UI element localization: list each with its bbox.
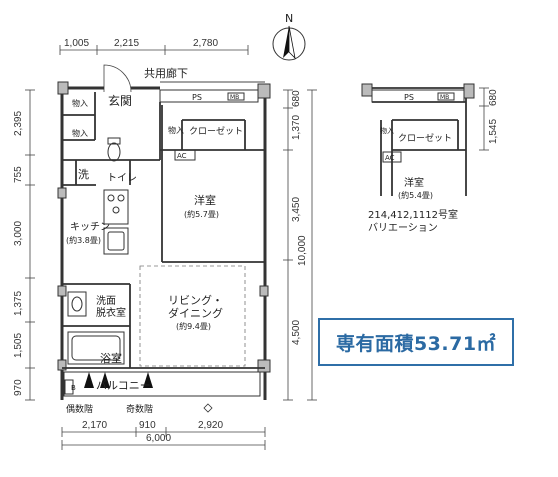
dim-left-1: 2,395 [13,111,24,136]
toilet-label: トイレ [107,173,137,184]
left-dimensions [25,89,35,401]
variation-dim-2: 1,545 [488,119,499,144]
ps-mb-strip [159,89,259,103]
variation-ps-mb [371,89,465,103]
dim-right-3: 3,450 [291,197,302,222]
living-label-1: リビング・ [168,293,223,307]
stove-fixture [103,189,129,225]
wash-room-label-2: 脱衣室 [96,306,126,319]
floor-area-badge: 専有面積53.71㎡ [318,318,514,366]
dim-bottom-2: 910 [139,420,156,431]
even-floor-label: 偶数階 [66,403,93,415]
ac-markers [174,149,196,161]
dim-top-2: 2,215 [114,38,139,49]
even-odd-arrows [84,372,153,388]
north-label: N [285,12,293,25]
dim-top-3: 2,780 [193,38,218,49]
entrance-label: 玄関 [108,93,132,108]
variation-right-dimensions [479,87,489,151]
living-label-2: ダイニング [168,306,223,320]
ps-label: PS [192,93,202,102]
dim-bottom-1: 2,170 [82,420,107,431]
living-size: (約9.4畳) [176,321,211,331]
sink-fixture [103,227,129,255]
variation-dim-1: 680 [488,89,499,106]
toilet-fixture [107,137,121,162]
right-dimensions [283,89,317,401]
dim-left-3: 3,000 [13,221,24,246]
corridor: 共用廊下 [144,66,265,83]
top-dimensions [59,45,249,55]
ac-label: AC [177,152,187,160]
bath-label: 浴室 [100,351,122,365]
variation-rooms-line2: バリエーション [368,222,438,234]
bottom-dimensions [61,427,266,450]
wash-room-label-1: 洗面 [96,295,116,307]
bathtub-fixture [67,331,125,365]
variation-ac [382,151,402,163]
balcony-label: バルコニー [96,379,151,392]
dim-bottom-total: 6,000 [146,433,171,444]
dim-left-2: 755 [13,166,24,183]
dim-top-1: 1,005 [64,38,89,49]
variation-rooms-line1: 214,412,1112号室 [368,208,458,221]
storage-label-1: 物入 [72,98,88,108]
kitchen-size: (約3.8畳) [66,235,101,245]
variation-western-label: 洋室 [404,176,424,189]
variation-ps-label: PS [404,93,414,102]
dim-left-6: 970 [13,379,24,396]
variation-ac-label: AC [385,154,395,162]
kitchen-label: キッチン [70,221,110,233]
variation-western-size: (約5.4畳) [398,190,433,200]
dim-right-2: 1,370 [291,115,302,140]
variation-mb-label: MB [440,94,449,101]
dim-left-4: 1,375 [13,291,24,316]
north-arrow: N [272,12,306,61]
diamond-marker [203,403,213,413]
variation-pillars [361,83,475,99]
dim-total-right: 10,000 [297,235,308,266]
storage-label-3: 物入 [168,125,184,135]
dim-left-5: 1,505 [13,333,24,358]
entrance-door [103,64,132,93]
western-room-size: (約5.7畳) [184,209,219,219]
dim-right-4: 4,500 [291,320,302,345]
variation-closet-label: クローゼット [398,132,452,144]
wash-label: 洗 [78,168,89,181]
variation-storage-label: 物入 [380,126,394,135]
pillars [57,81,271,373]
mb-label: MB [230,94,239,101]
balcony [63,371,261,397]
balcony-b-label: B [71,384,76,392]
living-area-outline [139,265,246,367]
dim-bottom-3: 2,920 [198,420,223,431]
western-room-label: 洋室 [194,193,216,207]
dim-right-1: 680 [291,90,302,107]
closet-label: クローゼット [189,125,243,137]
washbasin-fixture [67,291,87,317]
odd-floor-label: 奇数階 [126,403,153,415]
storage-label-2: 物入 [72,128,88,138]
corridor-label: 共用廊下 [144,66,188,80]
